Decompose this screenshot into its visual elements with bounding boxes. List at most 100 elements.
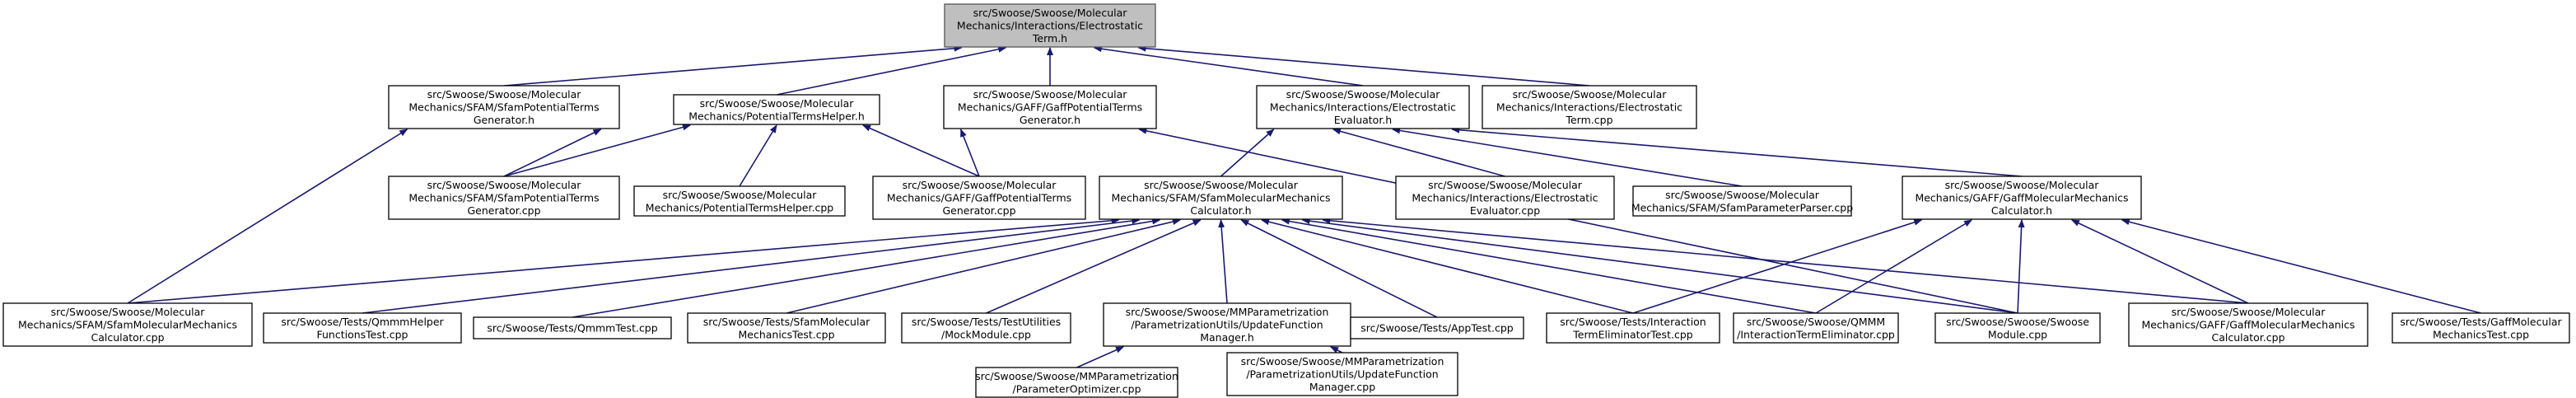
edge-elec_eval_h-to-root — [1093, 45, 1364, 87]
node-update-fn-h[interactable]: src/Swoose/Swoose/MMParametrization/Para… — [1103, 302, 1351, 347]
node-label-line: /InteractionTermEliminator.cpp — [1737, 328, 1895, 340]
node-box — [1546, 312, 1720, 344]
node-update-fn-cpp[interactable]: src/Swoose/Swoose/MMParametrization/Para… — [1226, 352, 1458, 396]
node-label-line: src/Swoose/Swoose/Molecular — [700, 97, 855, 110]
node-mock-module[interactable]: src/Swoose/Tests/TestUtilities/MockModul… — [901, 312, 1071, 344]
node-label-line: /ParametrizationUtils/UpdateFunction — [1246, 368, 1438, 381]
node-box — [944, 3, 1156, 48]
node-label-line: Term.cpp — [1565, 114, 1612, 126]
node-elec-eval-cpp[interactable]: src/Swoose/Swoose/MolecularMechanics/Int… — [1395, 176, 1615, 220]
node-box — [263, 312, 462, 344]
node-box — [388, 176, 620, 220]
node-gaff-gen-cpp[interactable]: src/Swoose/Swoose/MolecularMechanics/GAF… — [872, 176, 1086, 220]
edge-interaction_test-to-gaff_calc_h — [1632, 218, 1923, 314]
node-label-line: Mechanics/SFAM/SfamParameterParser.cpp — [1631, 201, 1853, 213]
edge-elec_term_cpp-to-root — [1137, 44, 1590, 87]
edge-sfam_calc_cpp-to-sfam_calc_h — [127, 217, 1120, 304]
node-gaff-mm-test[interactable]: src/Swoose/Tests/GaffMolecularMechanicsT… — [2392, 312, 2570, 344]
node-qmmm-helper-test[interactable]: src/Swoose/Tests/QmmmHelperFunctionsTest… — [263, 312, 462, 344]
node-box — [687, 312, 886, 344]
node-qmmm-elim-cpp[interactable]: src/Swoose/Swoose/QMMM/InteractionTermEl… — [1733, 312, 1899, 344]
edge-qmmm_test-to-sfam_calc_h — [572, 218, 1161, 318]
node-label-line: src/Swoose/Swoose/Molecular — [903, 179, 1057, 191]
node-label-line: Calculator.h — [1991, 204, 2052, 217]
edge-mock_module-to-sfam_calc_h — [986, 219, 1202, 314]
edge-swoose_module_cpp-to-gaff_calc_h — [2017, 219, 2025, 314]
node-label-line: Calculator.cpp — [91, 331, 164, 344]
node-app-test[interactable]: src/Swoose/Tests/AppTest.cpp — [1350, 316, 1524, 339]
edge-gaff_gen_cpp-to-pot_helper_h — [862, 124, 980, 177]
node-label-line: src/Swoose/Swoose/Molecular — [427, 88, 582, 101]
node-label-line: src/Swoose/Tests/SfamMolecular — [703, 316, 870, 328]
node-sfam-calc-h[interactable]: src/Swoose/Swoose/MolecularMechanics/SFA… — [1099, 176, 1343, 220]
node-label-line: Calculator.h — [1190, 204, 1251, 217]
node-label-line: Mechanics/PotentialTermsHelper.h — [688, 110, 865, 122]
node-param-opt-cpp[interactable]: src/Swoose/Swoose/MMParametrization/Para… — [975, 367, 1178, 398]
node-label-line: Generator.h — [1020, 114, 1080, 126]
node-qmmm-test[interactable]: src/Swoose/Tests/QmmmTest.cpp — [473, 316, 672, 339]
node-box — [1632, 185, 1852, 217]
node-root: src/Swoose/Swoose/MolecularMechanics/Int… — [944, 3, 1156, 48]
edge-gaff_mm_test-to-gaff_calc_h — [2121, 218, 2481, 314]
node-label-line: Mechanics/SFAM/SfamMolecularMechanics — [1112, 192, 1331, 204]
node-label-line: Generator.cpp — [467, 204, 540, 217]
node-sfam-param-cpp[interactable]: src/Swoose/Swoose/MolecularMechanics/SFA… — [1631, 185, 1853, 217]
node-box — [388, 85, 620, 129]
node-label-line: /ParametrizationUtils/UpdateFunction — [1131, 319, 1323, 331]
node-elec-eval-h[interactable]: src/Swoose/Swoose/MolecularMechanics/Int… — [1256, 85, 1470, 129]
node-label-line: src/Swoose/Swoose/Molecular — [1945, 179, 2100, 191]
dependency-edges — [127, 44, 2481, 368]
node-label-line: Module.cpp — [1988, 328, 2047, 340]
node-pot-helper-cpp[interactable]: src/Swoose/Swoose/MolecularMechanics/Pot… — [633, 185, 846, 217]
node-label-line: src/Swoose/Tests/QmmmHelper — [281, 316, 444, 328]
node-sfam-gen-h[interactable]: src/Swoose/Swoose/MolecularMechanics/SFA… — [388, 85, 620, 129]
node-box — [2, 302, 253, 347]
node-label-line: Generator.cpp — [942, 204, 1015, 217]
edge-swoose_module_cpp-to-gaff_gen_h — [1138, 127, 2018, 314]
node-label-line: src/Swoose/Swoose/MMParametrization — [975, 370, 1178, 382]
node-label-line: Mechanics/GAFF/GaffPotentialTerms — [887, 192, 1071, 204]
node-box — [1350, 316, 1524, 339]
node-box — [473, 316, 672, 339]
node-sfam-mm-test[interactable]: src/Swoose/Tests/SfamMolecularMechanicsT… — [687, 312, 886, 344]
node-label-line: Mechanics/SFAM/SfamMolecularMechanics — [18, 319, 237, 331]
edge-interaction_test-to-sfam_calc_h — [1261, 218, 1634, 314]
node-sfam-calc-cpp[interactable]: src/Swoose/Swoose/MolecularMechanics/SFA… — [2, 302, 253, 347]
node-box — [1226, 352, 1458, 396]
node-label-line: src/Swoose/Tests/TestUtilities — [912, 316, 1061, 328]
node-box — [1256, 85, 1470, 129]
node-label-line: Mechanics/GAFF/GaffMolecularMechanics — [1915, 192, 2128, 204]
node-box — [1733, 312, 1899, 344]
edge-pot_helper_h-to-root — [776, 45, 1007, 96]
node-gaff-gen-h[interactable]: src/Swoose/Swoose/MolecularMechanics/GAF… — [943, 85, 1157, 129]
node-box — [872, 176, 1086, 220]
edge-sfam_gen_h-to-root — [503, 44, 963, 87]
node-box — [633, 185, 846, 217]
edge-app_test-to-sfam_calc_h — [1240, 219, 1438, 318]
node-label-line: Generator.h — [474, 114, 534, 126]
node-elec-term-cpp[interactable]: src/Swoose/Swoose/MolecularMechanics/Int… — [1482, 85, 1697, 129]
edge-sfam_calc_cpp-to-sfam_gen_h — [127, 129, 408, 304]
edge-qmmm_elim_cpp-to-gaff_calc_h — [1815, 219, 1972, 314]
edge-gaff_calc_cpp-to-sfam_calc_h — [1322, 217, 2249, 304]
node-label-line: src/Swoose/Swoose/Molecular — [1513, 88, 1668, 101]
node-sfam-gen-cpp[interactable]: src/Swoose/Swoose/MolecularMechanics/SFA… — [388, 176, 620, 220]
node-label-line: src/Swoose/Swoose/Molecular — [1428, 179, 1583, 191]
edge-sfam_mm_test-to-sfam_calc_h — [786, 218, 1181, 314]
node-label-line: Mechanics/Interactions/Electrostatic — [1496, 101, 1682, 114]
node-label-line: src/Swoose/Tests/Interaction — [1560, 316, 1706, 328]
node-pot-helper-h[interactable]: src/Swoose/Swoose/MolecularMechanics/Pot… — [673, 94, 880, 125]
node-box — [2128, 302, 2368, 347]
file-nodes: src/Swoose/Swoose/MolecularMechanics/Int… — [2, 3, 2570, 398]
node-box — [1934, 312, 2101, 344]
node-gaff-calc-h[interactable]: src/Swoose/Swoose/MolecularMechanics/GAF… — [1902, 176, 2142, 220]
node-box — [673, 94, 880, 125]
node-label-line: src/Swoose/Swoose/MMParametrization — [1241, 355, 1444, 368]
node-label-line: src/Swoose/Swoose/Molecular — [1286, 88, 1441, 101]
node-label-line: MechanicsTest.cpp — [738, 328, 834, 340]
node-label-line: Mechanics/Interactions/Electrostatic — [957, 20, 1143, 32]
node-interaction-test[interactable]: src/Swoose/Tests/InteractionTermEliminat… — [1546, 312, 1720, 344]
node-gaff-calc-cpp[interactable]: src/Swoose/Swoose/MolecularMechanics/GAF… — [2128, 302, 2368, 347]
node-label-line: Mechanics/Interactions/Electrostatic — [1270, 101, 1456, 114]
